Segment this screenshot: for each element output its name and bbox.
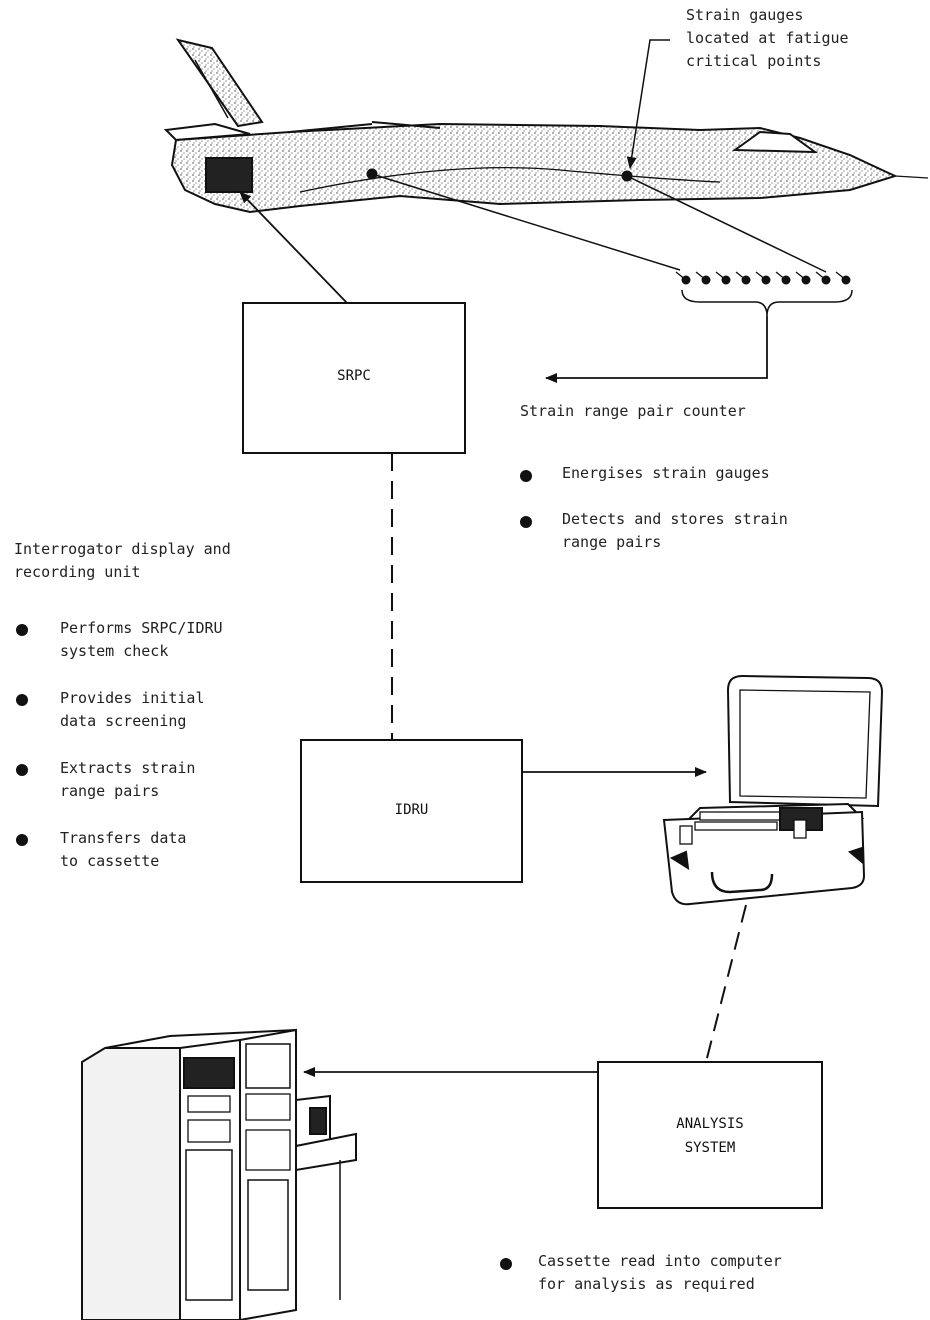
idru-bullet-1-line-1: Performs SRPC/IDRU: [60, 619, 223, 637]
analysis-bullet-1-line-2: for analysis as required: [538, 1275, 755, 1293]
bullet-icon: [16, 834, 28, 846]
gauge-brace: [681, 289, 853, 317]
gauge-callout-line-2: located at fatigue: [686, 29, 849, 47]
srpc-title: Strain range pair counter: [520, 402, 746, 420]
bullet-icon: [16, 624, 28, 636]
analysis-bullet-1-line-1: Cassette read into computer: [538, 1252, 782, 1270]
idru-bullet-1-line-2: system check: [60, 642, 169, 660]
bullet-icon: [16, 694, 28, 706]
idru-title-line-2: recording unit: [14, 563, 141, 581]
srpc-bullet-2-line-1: Detects and stores strain: [562, 510, 788, 528]
analysis-label-line-2: SYSTEM: [684, 1140, 736, 1156]
srpc-box: [242, 302, 466, 454]
idru-label: IDRU: [394, 802, 429, 818]
idru-bullet-4-line-1: Transfers data: [60, 829, 187, 847]
idru-bullet-3: Extracts strain range pairs: [60, 757, 195, 803]
bullet-icon: [520, 470, 532, 482]
analysis-box: [597, 1061, 823, 1209]
callout-leader: [626, 39, 670, 169]
gauge-wire-front: [626, 175, 827, 273]
srpc-bullet-2: Detects and stores strain range pairs: [562, 508, 788, 554]
idru-box: [300, 739, 523, 883]
cassette-analysis-link: [705, 904, 747, 1063]
idru-bullet-4-line-2: to cassette: [60, 852, 160, 870]
gauge-callout-line-1: Strain gauges: [686, 6, 804, 24]
analysis-label-line-1: ANALYSIS: [676, 1116, 744, 1132]
bullet-icon: [520, 516, 532, 528]
idru-bullet-4: Transfers data to cassette: [60, 827, 186, 873]
srpc-label: SRPC: [337, 368, 371, 384]
idru-bullet-2-line-2: data screening: [60, 712, 187, 730]
aircraft-illustration: [163, 38, 929, 214]
analysis-bullet-1: Cassette read into computer for analysis…: [538, 1250, 782, 1296]
gauge-callout-line-3: critical points: [686, 52, 822, 70]
idru-title-line-1: Interrogator display and: [14, 540, 231, 558]
computer-cabinet-icon: [81, 1028, 357, 1320]
idru-bullet-1: Performs SRPC/IDRU system check: [60, 617, 223, 663]
srpc-to-aircraft-arrow: [239, 191, 348, 304]
srpc-bullet-2-line-2: range pairs: [562, 533, 662, 551]
bullet-icon: [16, 764, 28, 776]
cassette-case-icon: [662, 674, 884, 906]
srpc-bullet-1: Energises strain gauges: [562, 464, 770, 482]
analysis-label: ANALYSIS SYSTEM: [598, 1112, 822, 1160]
idru-bullet-2: Provides initial data screening: [60, 687, 205, 733]
gauge-callout: Strain gauges located at fatigue critica…: [686, 4, 849, 73]
gauge-wire-rear: [371, 173, 681, 271]
bullet-icon: [500, 1258, 512, 1270]
idru-bullet-3-line-2: range pairs: [60, 782, 160, 800]
idru-bullet-2-line-1: Provides initial: [60, 689, 205, 707]
idru-title: Interrogator display and recording unit: [14, 538, 231, 584]
idru-bullet-3-line-1: Extracts strain: [60, 759, 196, 777]
gauges-to-srpc-arrow: [545, 316, 768, 383]
